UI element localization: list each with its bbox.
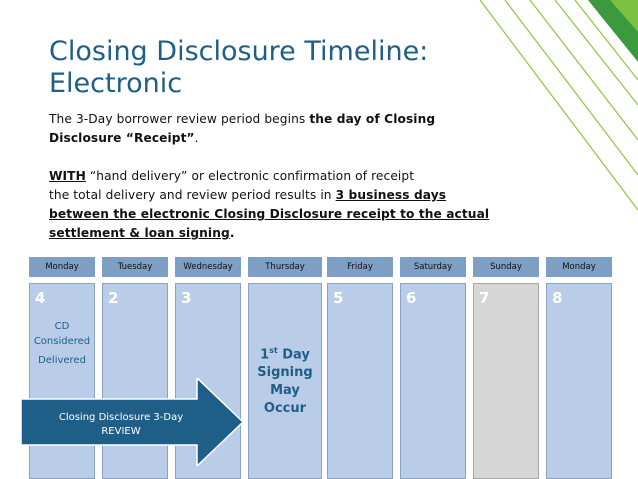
- para1-bold-2: Disclosure “Receipt”: [49, 131, 195, 145]
- day-header-thursday: Thursday: [248, 257, 322, 277]
- para1-period: .: [194, 131, 199, 145]
- day-column-2: 2: [102, 283, 168, 479]
- sign-line2: Signing: [257, 365, 313, 381]
- slide-body: The 3-Day borrower review period begins …: [49, 110, 529, 243]
- day-number: 7: [479, 289, 490, 307]
- day-header-monday-2: Monday: [546, 257, 612, 277]
- day-header-monday: Monday: [29, 257, 95, 277]
- day-number: 8: [552, 289, 563, 307]
- day-number: 6: [406, 289, 417, 307]
- sign-line3: May: [270, 383, 300, 399]
- para2-period: .: [229, 226, 235, 240]
- para2-3-days: 3 business days: [335, 188, 447, 202]
- para2-with: WITH: [49, 169, 86, 183]
- sign-rest: Day: [277, 347, 310, 363]
- day-column-5: 5: [327, 283, 393, 479]
- day-number: 5: [333, 289, 344, 307]
- para1-bold: the day of Closing: [309, 112, 436, 126]
- cd-delivered-label: CD Considered Delivered: [30, 319, 94, 368]
- arrow-line1: Closing Disclosure 3-Day: [58, 412, 184, 423]
- day-header-friday: Friday: [327, 257, 393, 277]
- day-column-7: 7: [473, 283, 539, 479]
- day-header-sunday: Sunday: [473, 257, 539, 277]
- sign-line4: Occur: [263, 401, 307, 417]
- para1-text: The 3-Day borrower review period begins: [49, 112, 310, 126]
- sign-sup: st: [269, 346, 278, 355]
- day-header-tuesday: Tuesday: [102, 257, 168, 277]
- para2-bold-line: between the electronic Closing Disclosur…: [49, 207, 490, 221]
- review-arrow-label: Closing Disclosure 3-Day REVIEW: [42, 411, 200, 439]
- paragraph-1: The 3-Day borrower review period begins …: [49, 110, 529, 148]
- sign-num: 1: [260, 347, 270, 363]
- day-column-8: 8: [546, 283, 612, 479]
- review-arrow: [21, 378, 245, 466]
- day-number: 4: [35, 289, 46, 307]
- slide-title: Closing Disclosure Timeline: Electronic: [49, 36, 469, 100]
- cd-line1: CD: [54, 321, 70, 332]
- day-header-wednesday: Wednesday: [175, 257, 241, 277]
- signing-label: 1st Day Signing May Occur: [249, 342, 321, 418]
- day-number: 3: [181, 289, 192, 307]
- day-number: 2: [108, 289, 119, 307]
- day-header-saturday: Saturday: [400, 257, 466, 277]
- para2-text-2: the total delivery and review period res…: [49, 188, 336, 202]
- para2-settlement: settlement & loan signing: [49, 226, 230, 240]
- day-column-6: 6: [400, 283, 466, 479]
- title-line1: Closing Disclosure Timeline:: [49, 36, 429, 67]
- title-line2: Electronic: [49, 68, 183, 99]
- cd-line2: Considered: [33, 336, 91, 347]
- para2-text: “hand delivery” or electronic confirmati…: [85, 169, 415, 183]
- cd-line3: Delivered: [38, 355, 86, 366]
- paragraph-2: WITH “hand delivery” or electronic confi…: [49, 167, 529, 243]
- day-column-1: 4 CD Considered Delivered: [29, 283, 95, 479]
- arrow-line2: REVIEW: [101, 426, 141, 437]
- day-column-4: 1st Day Signing May Occur: [248, 283, 322, 479]
